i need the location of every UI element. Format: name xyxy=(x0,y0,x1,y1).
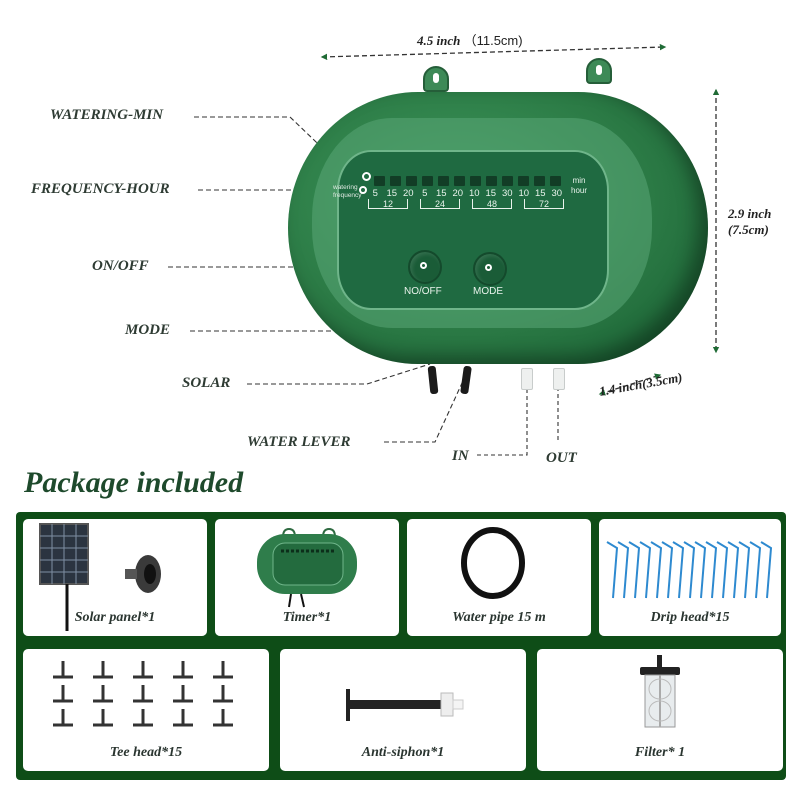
item-label: Filter* 1 xyxy=(634,745,686,760)
width-dimension: 4.5 inch （11.5cm) xyxy=(417,30,523,49)
led-indicator xyxy=(486,176,497,186)
watering-minutes-scale: 5 15 20 5 15 20 10 15 30 10 15 30 xyxy=(367,188,565,199)
frequency-hour-groups: 12 24 48 72 xyxy=(368,199,564,209)
min-value: 20 xyxy=(452,188,464,199)
height-dimension: 2.9 inch(7.5cm) xyxy=(728,206,771,238)
mode-button[interactable] xyxy=(473,252,507,286)
callout-mode: MODE xyxy=(125,322,171,338)
water-inlet-port xyxy=(521,368,533,390)
item-label: Solar panel*1 xyxy=(74,610,156,625)
item-label: Timer*1 xyxy=(282,610,332,625)
watering-indicator-icon xyxy=(362,172,371,181)
led-indicator xyxy=(454,176,465,186)
item-label: Drip head*15 xyxy=(650,610,730,625)
callout-solar: SOLAR xyxy=(182,375,231,391)
min-value: 20 xyxy=(402,188,414,199)
unit-hour: hour xyxy=(571,186,588,195)
item-label: Tee head*15 xyxy=(109,745,183,760)
callout-out: OUT xyxy=(546,450,577,466)
min-value: 15 xyxy=(534,188,546,199)
package-item-tee-head: Tee head*15 xyxy=(23,649,269,771)
min-value: 5 xyxy=(422,188,428,199)
item-label: Anti-siphon*1 xyxy=(361,745,445,760)
led-indicator xyxy=(438,176,449,186)
led-indicator xyxy=(406,176,417,186)
hanging-hook-right xyxy=(586,58,612,84)
min-value: 5 xyxy=(372,188,378,199)
unit-labels: min hour xyxy=(571,176,587,196)
led-indicator xyxy=(534,176,545,186)
timer-icon xyxy=(257,527,357,608)
frequency-indicator-icon xyxy=(359,186,367,194)
water-pipe-icon xyxy=(461,527,525,599)
hour-group: 12 xyxy=(368,199,408,209)
hour-group: 72 xyxy=(524,199,564,209)
led-indicator xyxy=(470,176,481,186)
package-item-water-pipe: Water pipe 15 m xyxy=(407,519,591,636)
package-item-drip-head: Drip head*15 xyxy=(599,519,781,636)
led-indicator xyxy=(518,176,529,186)
height-cm: (7.5cm) xyxy=(728,222,769,237)
width-cm: （11.5cm) xyxy=(463,33,523,48)
filter-icon xyxy=(640,655,680,728)
package-item-solar-panel: Solar panel*1 xyxy=(23,519,207,636)
water-outlet-port xyxy=(553,368,565,390)
hour-group: 48 xyxy=(472,199,512,209)
mode-button-label: MODE xyxy=(473,286,503,297)
led-indicator xyxy=(422,176,433,186)
unit-min: min xyxy=(572,176,586,185)
led-indicator xyxy=(390,176,401,186)
led-indicator xyxy=(550,176,561,186)
callout-watering-min: WATERING-MIN xyxy=(50,107,164,123)
package-item-anti-siphon: Anti-siphon*1 xyxy=(280,649,526,771)
callout-water-lever: WATER LEVER xyxy=(247,434,351,450)
watering-label: watering xyxy=(333,184,358,191)
width-inch: 4.5 inch xyxy=(417,33,461,48)
package-item-timer: Timer*1 xyxy=(215,519,399,636)
led-indicator-row xyxy=(374,176,561,186)
min-value: 15 xyxy=(386,188,398,199)
frequency-label: frequency xyxy=(333,192,362,199)
min-value: 10 xyxy=(468,188,480,199)
hanging-hook-left xyxy=(423,66,449,92)
min-value: 30 xyxy=(501,188,513,199)
hour-group: 24 xyxy=(420,199,460,209)
on-off-button[interactable] xyxy=(408,250,442,284)
callout-frequency-hour: FREQUENCY-HOUR xyxy=(31,181,170,197)
drip-head-icon xyxy=(606,541,773,599)
solar-panel-icon xyxy=(39,523,161,631)
callout-on-off: ON/OFF xyxy=(92,258,149,274)
min-value: 15 xyxy=(485,188,497,199)
tee-head-icon xyxy=(53,661,233,727)
led-indicator xyxy=(502,176,513,186)
anti-siphon-icon xyxy=(346,689,464,721)
min-value: 30 xyxy=(551,188,563,199)
item-label: Water pipe 15 m xyxy=(452,610,546,625)
height-inch: 2.9 inch xyxy=(728,206,772,221)
min-value: 15 xyxy=(435,188,447,199)
callout-in: IN xyxy=(452,448,469,464)
min-value: 10 xyxy=(518,188,530,199)
led-indicator xyxy=(374,176,385,186)
package-item-filter: Filter* 1 xyxy=(537,649,783,771)
package-title: Package included xyxy=(24,466,244,499)
on-off-button-label: NO/OFF xyxy=(404,286,442,297)
